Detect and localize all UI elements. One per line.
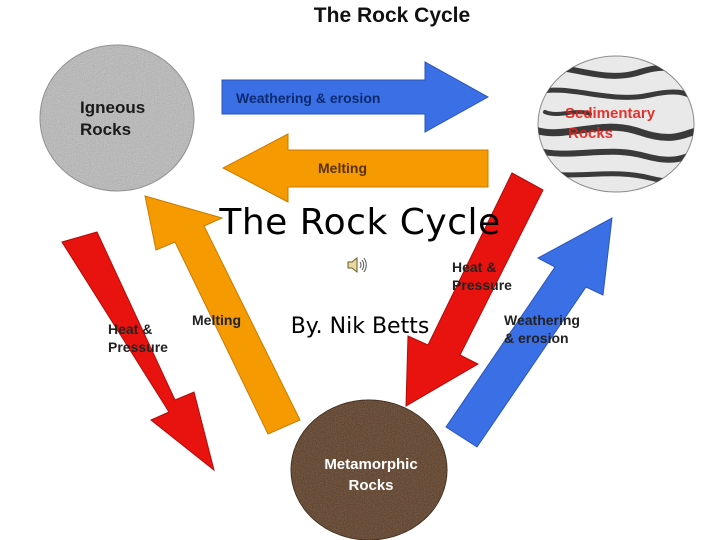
slide-title: The Rock Cycle: [219, 202, 501, 243]
slide-subtitle: By. Nik Betts: [290, 314, 430, 339]
melting-label-top: Melting: [318, 160, 367, 176]
heat-pressure-label-right: Heat &Pressure: [452, 259, 512, 293]
melting-label-left: Melting: [192, 312, 241, 328]
weathering-erosion-arrow-right: [445, 217, 613, 448]
speaker-icon[interactable]: [346, 255, 368, 275]
heat-pressure-arrow-right: [405, 172, 544, 407]
weathering-erosion-arrow-top: [221, 61, 490, 133]
weathering-erosion-label-top: Weathering & erosion: [236, 90, 380, 106]
heat-pressure-label-left: Heat &Pressure: [108, 321, 168, 355]
diagram-heading: The Rock Cycle: [314, 4, 470, 27]
weathering-erosion-label-right: Weathering& erosion: [504, 312, 580, 346]
melting-arrow-top: [221, 133, 489, 203]
heat-pressure-arrow-left: [61, 231, 215, 472]
melting-arrow-left: [144, 195, 301, 435]
